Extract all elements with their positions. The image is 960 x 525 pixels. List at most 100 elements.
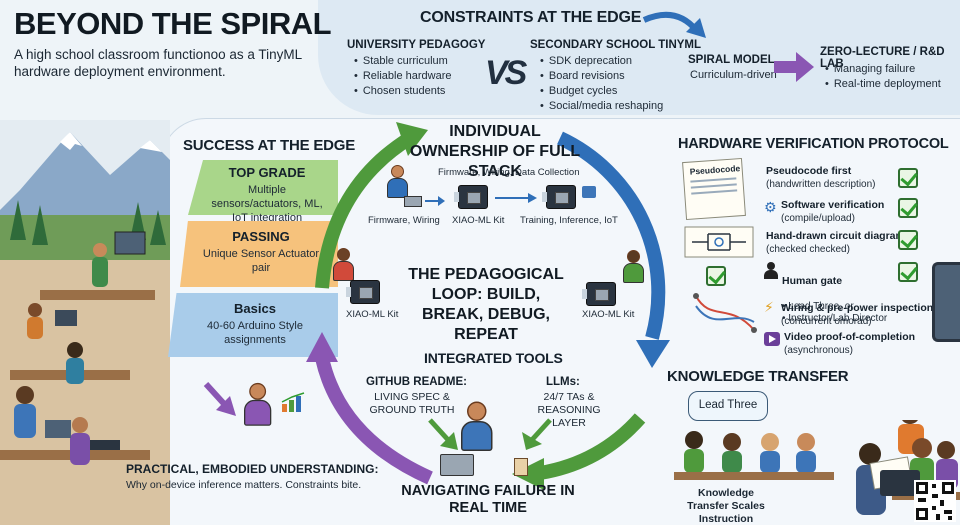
tools-title: INTEGRATED TOOLS — [424, 350, 563, 366]
protocol-row-wiring: Wiring & pre-power inspection (concurren… — [781, 302, 933, 328]
laptop-icon — [880, 470, 920, 496]
constraints-arrow-icon — [642, 11, 706, 38]
list-item: Social/media reshaping — [540, 99, 663, 114]
student-figure — [460, 401, 493, 453]
secondary-list: SDK deprecation Board revisions Budget c… — [540, 54, 663, 114]
protocol-row-sub: (asynchronous) — [784, 344, 853, 356]
protocol-row-sub: • Lead Three, or • Instructor/Lab Direct… — [782, 300, 888, 325]
sensor-icon — [582, 186, 596, 198]
student-figure — [622, 250, 644, 284]
tool-arrows — [428, 418, 552, 450]
protocol-row-software: Software verification (compile/upload) — [781, 199, 884, 225]
secondary-heading: SECONDARY SCHOOL TINYML — [530, 39, 702, 51]
check-icon — [706, 266, 726, 286]
check-icon — [898, 230, 918, 250]
firmware-label: Firmware, Wiring — [368, 215, 440, 226]
lightning-icon: ⚡ — [764, 299, 774, 315]
pseudocode-sheet: Pseudocode — [682, 157, 746, 221]
tier-body: Unique Sensor Actuator pair — [202, 248, 320, 274]
protocol-row-head: Wiring & pre-power inspection — [781, 302, 934, 314]
list-item: Real-time deployment — [825, 77, 941, 92]
protocol-row-sub: (handwritten description) — [766, 178, 876, 190]
pencil-cup-icon — [514, 458, 528, 476]
navigating-title: NAVIGATING FAILURE IN REAL TIME — [401, 483, 575, 516]
list-item: Stable curriculum — [354, 54, 452, 69]
zero-lecture-list: Managing failure Real-time deployment — [825, 62, 941, 92]
protocol-title: HARDWARE VERIFICATION PROTOCOL — [678, 136, 949, 152]
list-item: SDK deprecation — [540, 54, 663, 69]
xiao-kit-icon — [582, 282, 616, 306]
llm-heading: LLMs: — [546, 376, 580, 388]
protocol-row-sub: (concurrent omorad) — [781, 315, 872, 327]
protocol-row-pseudocode: Pseudocode first (handwritten descriptio… — [766, 165, 876, 191]
page-subtitle: A high school classroom functionoo as a … — [14, 47, 302, 79]
kit-left-label: XIAO-ML Kit — [346, 309, 399, 320]
check-icon — [898, 168, 918, 188]
student-figure — [332, 248, 354, 282]
protocol-row-head: Software verification — [781, 199, 885, 211]
tier-head: Basics — [234, 301, 276, 316]
student-figure — [386, 165, 408, 199]
gear-icon: ⚙ — [764, 199, 777, 215]
student-figure — [243, 382, 272, 427]
tier-basics: Basics 40-60 Arduino Style assignments — [168, 293, 338, 357]
protocol-row-video: Video proof-of-completion (asynchronous) — [784, 331, 915, 357]
list-item: Managing failure — [825, 62, 941, 77]
down-arrow-icon — [203, 381, 236, 416]
training-label: Training, Inference, IoT — [520, 215, 618, 226]
classroom-illustration — [0, 120, 170, 525]
video-icon — [764, 332, 780, 346]
xiao-kit-icon — [454, 185, 488, 209]
protocol-row-head: Video proof-of-completion — [784, 331, 916, 343]
check-icon — [898, 262, 918, 282]
github-body: LIVING SPEC & GROUND TRUTH — [369, 391, 455, 416]
bar-chart-icon — [281, 392, 305, 412]
knowledge-caption: Knowledge Transfer Scales Instruction — [687, 487, 765, 525]
protocol-row-sub: (compile/upload) — [781, 212, 855, 224]
vs-label: VS — [485, 54, 527, 92]
loop-center-title: THE PEDAGOGICAL LOOP: BUILD, BREAK, DEBU… — [408, 266, 564, 343]
xiao-kit-icon — [542, 185, 576, 209]
tablet-illustration — [932, 262, 960, 342]
tier-top-grade: TOP GRADE Multiple sensors/actuators, ML… — [188, 160, 338, 224]
kit-right-label: XIAO-ML Kit — [582, 309, 635, 320]
spiral-heading: SPIRAL MODEL — [688, 54, 775, 66]
protocol-row-human: Human gate • Lead Three, or • Instructor… — [782, 262, 887, 326]
protocol-row-head: Pseudocode first — [766, 165, 852, 177]
pseudocode-label: Pseudocode — [689, 163, 741, 177]
tier-body: 40-60 Arduino Style assignments — [206, 320, 303, 346]
arrow-right-icon — [495, 193, 537, 203]
lead-three-bubble: Lead Three — [688, 391, 768, 421]
page-title: BEYOND THE SPIRAL — [14, 6, 332, 41]
llm-body: 24/7 TAs & REASONING LAYER — [537, 391, 601, 429]
spiral-arrow-icon — [774, 52, 814, 82]
list-item: Reliable hardware — [354, 69, 452, 84]
laptop-icon — [404, 196, 422, 207]
circuit-diagram-icon — [684, 226, 754, 258]
arrow-right-icon — [425, 196, 445, 206]
knowledge-title: KNOWLEDGE TRANSFER — [667, 368, 849, 385]
kit-label: XIAO-ML Kit — [452, 215, 505, 226]
flow-top-label: Firmware, Wiring, Data Collection — [438, 167, 580, 178]
practical-body: Why on-device inference matters. Constra… — [126, 479, 362, 491]
list-item: Budget cycles — [540, 84, 663, 99]
list-item: Board revisions — [540, 69, 663, 84]
ownership-title: INDIVIDUAL OWNERSHIP OF FULL STACK — [409, 123, 581, 180]
qr-code-icon — [914, 480, 956, 522]
human-gate-icon — [764, 262, 778, 280]
check-icon — [898, 198, 918, 218]
university-list: Stable curriculum Reliable hardware Chos… — [354, 54, 452, 99]
practical-heading: PRACTICAL, EMBODIED UNDERSTANDING: — [126, 462, 379, 476]
tier-passing: PASSING Unique Sensor Actuator pair — [180, 221, 338, 287]
github-heading: GITHUB README: — [366, 376, 467, 388]
success-title: SUCCESS AT THE EDGE — [183, 137, 356, 154]
tier-head: TOP GRADE — [228, 165, 306, 180]
wiring-icon — [693, 293, 757, 333]
list-item: Chosen students — [354, 84, 452, 99]
spiral-sub: Curriculum-driven — [690, 69, 777, 81]
protocol-row-sub: (checked checked) — [766, 243, 850, 255]
laptop-icon — [440, 454, 474, 476]
protocol-row-head: Hand-drawn circuit diagram — [766, 230, 905, 242]
university-heading: UNIVERSITY PEDAGOGY — [347, 39, 486, 51]
tier-body: Multiple sensors/actuators, ML, IoT inte… — [211, 184, 323, 224]
